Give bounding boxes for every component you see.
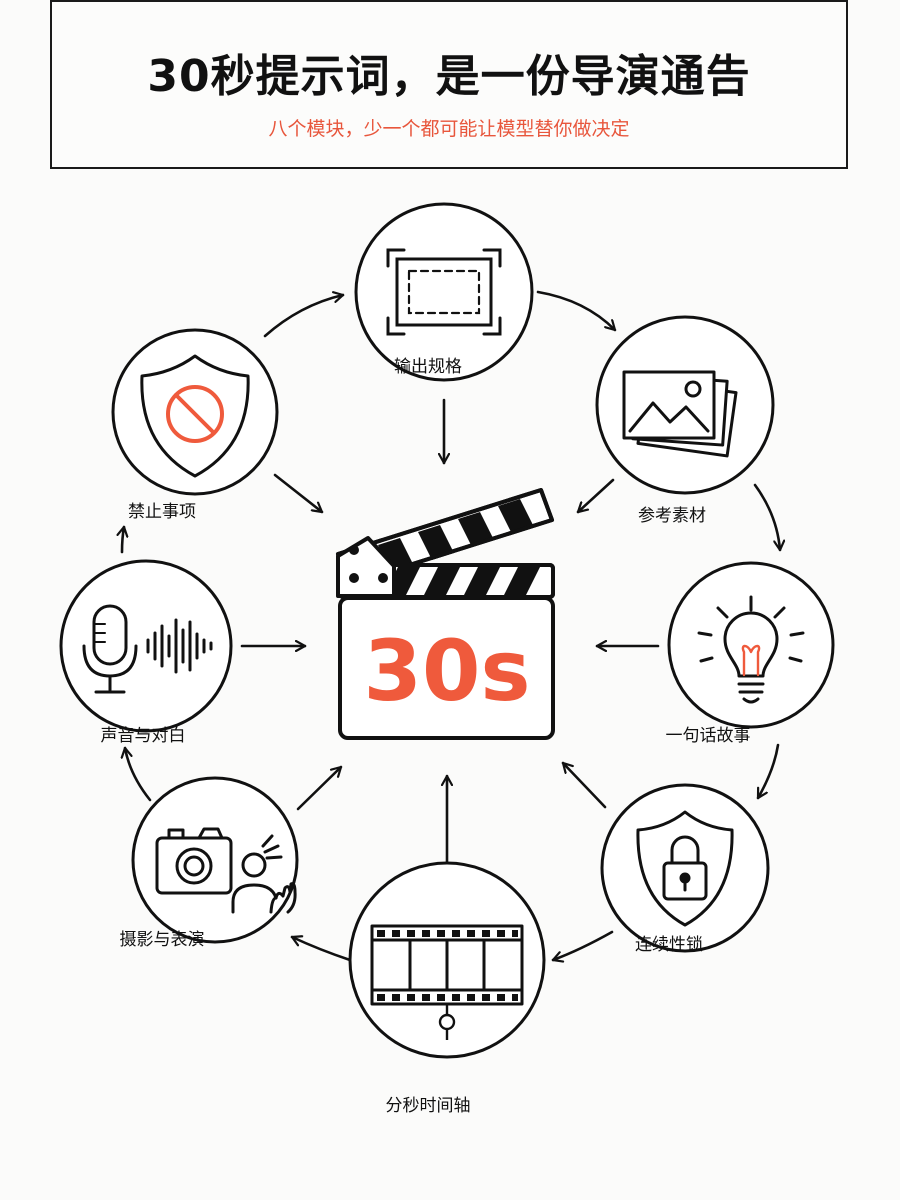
- module-reference: 参考素材: [595, 315, 775, 526]
- frame-crop-icon: [386, 248, 502, 336]
- shield-prohibited-icon: [140, 354, 250, 478]
- module-circle: [667, 561, 835, 729]
- module-one-line-story: 一句话故事: [666, 561, 835, 746]
- module-label: 禁止事项: [128, 502, 196, 522]
- cycle-arrow-story-to-lock: [756, 743, 780, 800]
- module-timeline: 分秒时间轴: [348, 861, 546, 1116]
- module-camera-performance: 摄影与表演: [120, 776, 299, 950]
- inward-arrow-camera: [296, 765, 343, 811]
- microphone-waveform-icon: [82, 604, 213, 694]
- module-label: 分秒时间轴: [386, 1096, 471, 1116]
- inward-arrow-forbidden: [273, 473, 324, 514]
- page-subtitle: 八个模块，少一个都可能让模型替你做决定: [268, 118, 630, 140]
- image-stack-icon: [622, 370, 738, 458]
- module-circle: [59, 559, 233, 733]
- module-forbidden: 禁止事项: [111, 328, 279, 522]
- module-circle: [354, 202, 534, 382]
- module-circle: [600, 783, 770, 953]
- camera-actor-icon: [155, 827, 297, 914]
- module-circle: [131, 776, 299, 944]
- module-output-spec: 输出规格: [354, 202, 534, 382]
- cycle-arrow-timeline-to-camera: [290, 937, 352, 962]
- shield-lock-icon: [636, 810, 734, 927]
- module-label: 连续性锁: [635, 935, 703, 955]
- module-label: 一句话故事: [666, 726, 751, 746]
- module-label: 声音与对白: [101, 726, 186, 746]
- cycle-arrow-lock-to-timeline: [551, 930, 614, 960]
- cycle-arrow-sound-to-forbidden: [122, 525, 124, 554]
- film-strip-icon: [370, 924, 524, 1040]
- module-label: 输出规格: [394, 357, 462, 377]
- module-label: 参考素材: [638, 506, 706, 526]
- lightbulb-icon: [697, 595, 805, 704]
- clapperboard-icon: [336, 488, 555, 740]
- center-duration-label: 30s: [364, 622, 531, 720]
- cycle-arrow-reference-to-story: [753, 483, 780, 552]
- module-continuity-lock: 连续性锁: [600, 783, 770, 955]
- cycle-arrow-forbidden-to-output: [263, 295, 345, 338]
- module-sound-dialogue: 声音与对白: [59, 559, 233, 746]
- inward-arrow-reference: [576, 478, 615, 514]
- page-title: 30秒提示词，是一份导演通告: [147, 51, 751, 102]
- header-box: 30秒提示词，是一份导演通告 八个模块，少一个都可能让模型替你做决定: [50, 0, 848, 169]
- module-label: 摄影与表演: [120, 930, 205, 950]
- cycle-arrow-output-to-reference: [536, 290, 617, 332]
- cycle-arrow-camera-to-sound: [125, 746, 152, 802]
- inward-arrow-lock: [561, 761, 607, 809]
